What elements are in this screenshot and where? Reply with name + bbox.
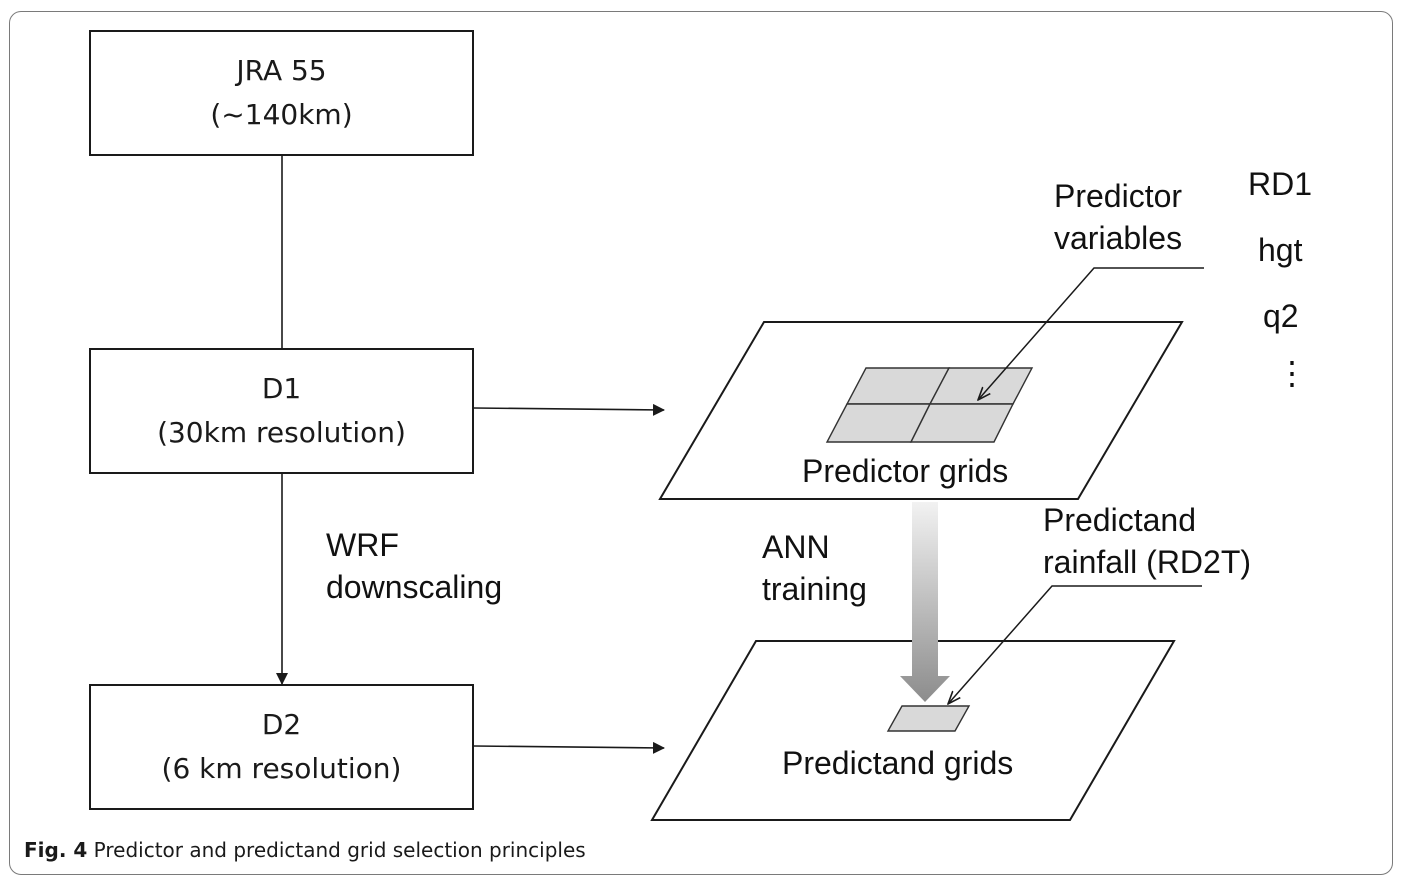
d1-resolution: (30km resolution) [157, 416, 406, 449]
variable-ellipsis: ⋮ [1276, 355, 1308, 391]
ann-training-arrow [900, 502, 950, 702]
wrf-downscaling-label: WRF downscaling [326, 527, 503, 605]
jra55-box: JRA 55 (~140km) [89, 30, 474, 156]
jra55-title: JRA 55 [236, 54, 327, 87]
d2-box: D2 (6 km resolution) [89, 684, 474, 810]
d2-resolution: (6 km resolution) [161, 752, 402, 785]
figure-frame [9, 11, 1393, 875]
variable-hgt: hgt [1258, 232, 1303, 268]
jra55-resolution: (~140km) [210, 98, 353, 131]
d1-box: D1 (30km resolution) [89, 348, 474, 474]
arrow-d2-predictand-grids [473, 741, 665, 754]
figure-caption: Fig. 4 Predictor and predictand grid sel… [24, 838, 586, 862]
caption-text: Predictor and predictand grid selection … [87, 838, 586, 862]
predictand-cell [886, 705, 971, 732]
ann-training-label: ANN training [762, 529, 867, 607]
d1-title: D1 [261, 372, 302, 405]
variable-rd1: RD1 [1248, 166, 1313, 202]
predictand-rainfall-label: Predictand rainfall (RD2T) [1043, 502, 1252, 580]
arrow-d1-predictor-grids [473, 403, 665, 416]
predictor-variables-label: Predictor variables [1054, 178, 1183, 256]
predictand-rainfall-leader [948, 585, 1202, 704]
predictor-grids-label: Predictor grids [802, 453, 1009, 489]
d2-title: D2 [261, 708, 302, 741]
predictor-cell [909, 403, 1015, 443]
predictand-grids-label: Predictand grids [782, 745, 1014, 781]
figure-number: Fig. 4 [24, 838, 88, 862]
predictor-variables-leader [978, 267, 1204, 400]
variable-q2: q2 [1263, 298, 1299, 334]
